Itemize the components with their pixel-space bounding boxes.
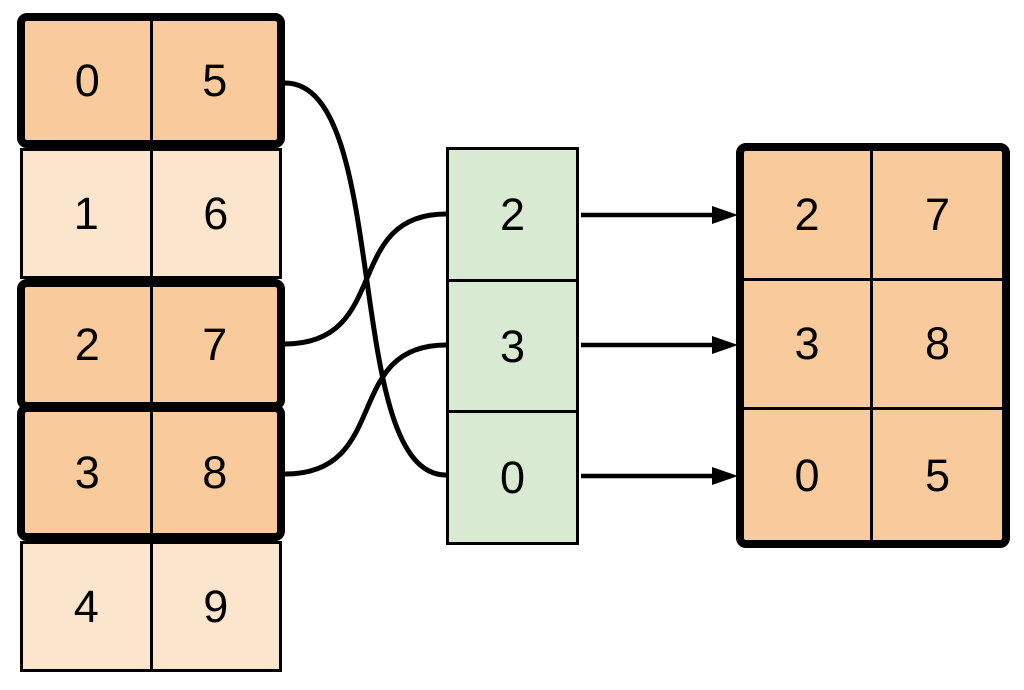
source-cell-4-0: 4 [23, 544, 153, 669]
output-cell-1-0: 3 [744, 280, 873, 411]
source-cell-4-1: 9 [203, 581, 229, 632]
index-cell-0: 2 [449, 150, 576, 282]
index-cell-1: 3 [449, 282, 576, 414]
output-cell-1-1: 8 [873, 281, 1002, 411]
source-cell-2-0: 2 [25, 287, 153, 402]
curve-source-row3-to-index-3 [282, 342, 449, 477]
output-cell-2-1: 5 [924, 449, 951, 501]
arrow-index1-to-output1 [581, 336, 738, 354]
source-row-4: 4 9 [20, 541, 282, 672]
curve-source-row0-to-index-0 [282, 80, 449, 478]
index-cell-2: 0 [499, 452, 526, 504]
output-cell-2-0: 0 [744, 410, 873, 540]
source-cell-3-1: 8 [202, 447, 228, 498]
index-column: 2 3 0 [446, 147, 579, 545]
arrowhead-icon [712, 336, 738, 354]
source-cell-3-0: 3 [25, 412, 153, 533]
output-table: 2 7 3 8 0 5 [736, 143, 1010, 548]
source-cell-1-1: 6 [203, 188, 229, 239]
output-cell-0-0: 2 [744, 151, 873, 281]
arrow-index0-to-output0 [581, 206, 738, 224]
source-cell-1-0: 1 [23, 151, 153, 276]
curve-source-row2-to-index-2 [282, 211, 449, 347]
arrow-index2-to-output2 [581, 467, 738, 485]
source-cell-2-1: 7 [202, 319, 228, 370]
source-row-0: 0 5 [17, 13, 285, 148]
output-cell-0-1: 7 [873, 151, 1002, 281]
arrowhead-icon [712, 206, 738, 224]
source-cell-0-1: 5 [202, 55, 228, 106]
source-row-1: 1 6 [20, 148, 282, 279]
arrowhead-icon [712, 467, 738, 485]
source-cell-0-0: 0 [25, 21, 153, 140]
source-row-2: 2 7 [17, 279, 285, 410]
source-row-3: 3 8 [17, 404, 285, 541]
